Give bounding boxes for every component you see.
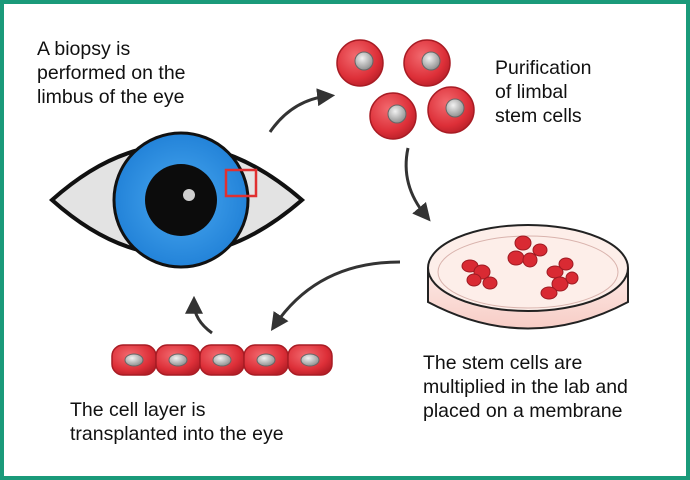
biopsy-label-line: limbus of the eye: [37, 85, 186, 109]
eye-icon: [52, 133, 302, 267]
layer-cell-icon: [112, 345, 156, 375]
purification-label-line: of limbal: [495, 80, 591, 104]
purification-label: Purification of limbal stem cells: [495, 56, 591, 128]
stem-cells-icon: [337, 40, 474, 139]
multiplied-label-line: placed on a membrane: [423, 399, 628, 423]
biopsy-label-line: performed on the: [37, 61, 186, 85]
purification-label-line: Purification: [495, 56, 591, 80]
transplant-label-line: transplanted into the eye: [70, 422, 284, 446]
stem-cell-icon: [370, 93, 416, 139]
transplant-label-line: The cell layer is: [70, 398, 284, 422]
multiplied-label-line: The stem cells are: [423, 351, 628, 375]
arrow-icon: [270, 96, 328, 132]
purification-label-line: stem cells: [495, 104, 591, 128]
transplant-label: The cell layer is transplanted into the …: [70, 398, 284, 446]
layer-cell-icon: [200, 345, 244, 375]
layer-cell-icon: [244, 345, 288, 375]
multiplied-label-line: multiplied in the lab and: [423, 375, 628, 399]
layer-cell-icon: [288, 345, 332, 375]
biopsy-label-line: A biopsy is: [37, 37, 186, 61]
arrow-icon: [275, 262, 400, 325]
stem-cell-icon: [404, 40, 450, 86]
multiplied-label: The stem cells are multiplied in the lab…: [423, 351, 628, 423]
arrow-icon: [194, 303, 212, 333]
petri-dish-icon: [428, 225, 628, 329]
stem-cell-icon: [428, 87, 474, 133]
arrow-icon: [406, 148, 426, 216]
layer-cell-icon: [156, 345, 200, 375]
stem-cell-icon: [337, 40, 383, 86]
cell-layer-icon: [112, 345, 332, 375]
biopsy-label: A biopsy is performed on the limbus of t…: [37, 37, 186, 109]
